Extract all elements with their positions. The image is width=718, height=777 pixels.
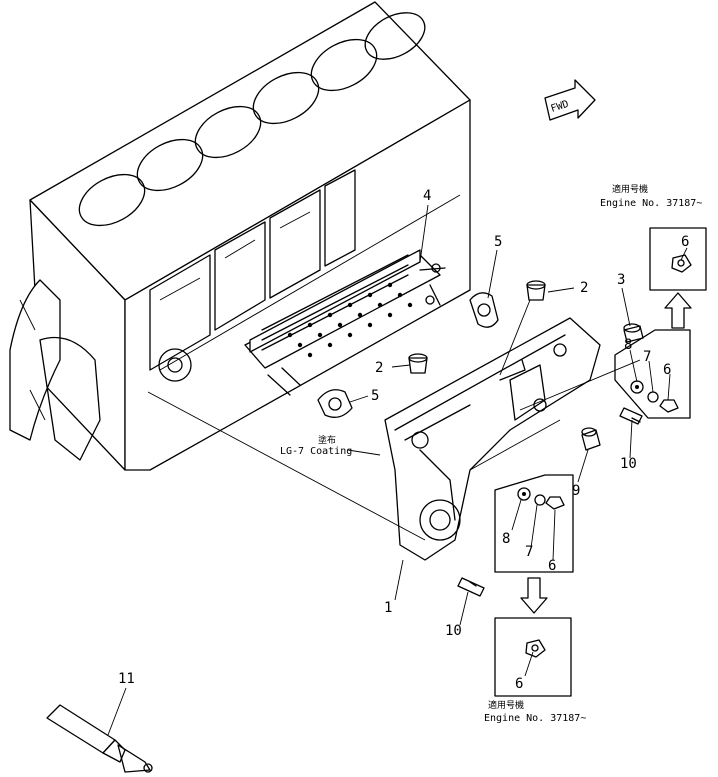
callout-5-upper: 5 — [494, 234, 502, 250]
callout-6-bottom-variant: 6 — [515, 676, 523, 692]
arrow-down — [520, 577, 548, 614]
callout-6-middle: 6 — [548, 558, 556, 574]
gasket-lower — [317, 389, 353, 418]
hardware-box-middle — [494, 474, 574, 573]
engine-block — [9, 1, 471, 471]
callout-10-right: 10 — [620, 456, 637, 472]
callout-8-right: 8 — [624, 337, 632, 353]
callout-7-right: 7 — [643, 349, 651, 365]
note-top-engine: Engine No. 37187~ — [600, 198, 702, 209]
note-bottom-jp: 適用号機 — [488, 699, 524, 711]
callout-6-right: 6 — [663, 362, 671, 378]
plug-upper — [526, 280, 546, 301]
callout-6-top-variant: 6 — [681, 234, 689, 250]
hardware-box-right — [614, 329, 691, 419]
callout-11: 11 — [118, 671, 135, 687]
arrow-up — [664, 292, 692, 329]
gasket-upper — [469, 292, 499, 328]
bolt-right — [619, 407, 643, 425]
callout-2-lower: 2 — [375, 360, 383, 376]
callout-2-upper: 2 — [580, 280, 588, 296]
callout-9: 9 — [572, 483, 580, 499]
note-top-jp: 適用号機 — [612, 183, 648, 195]
callout-1: 1 — [384, 600, 392, 616]
fwd-label: FWD — [550, 99, 571, 115]
plug-9 — [581, 427, 601, 451]
oil-cooler-core — [244, 249, 446, 396]
tool-11 — [46, 704, 153, 773]
callout-8-middle: 8 — [502, 531, 510, 547]
callout-4: 4 — [423, 188, 431, 204]
bolt-bottom — [457, 577, 485, 597]
note-coating: LG-7 Coating — [280, 446, 352, 457]
variant-box-bottom — [494, 617, 572, 697]
callout-3: 3 — [617, 272, 625, 288]
note-bottom-engine: Engine No. 37187~ — [484, 713, 586, 724]
fwd-badge: FWD — [544, 79, 596, 121]
callout-7-middle: 7 — [525, 544, 533, 560]
callout-10-bottom: 10 — [445, 623, 462, 639]
note-coating-jp: 塗布 — [318, 434, 336, 446]
variant-box-top — [649, 227, 707, 291]
callout-5-lower: 5 — [371, 388, 379, 404]
leader-lines — [107, 204, 688, 736]
plug-lower — [408, 353, 428, 374]
